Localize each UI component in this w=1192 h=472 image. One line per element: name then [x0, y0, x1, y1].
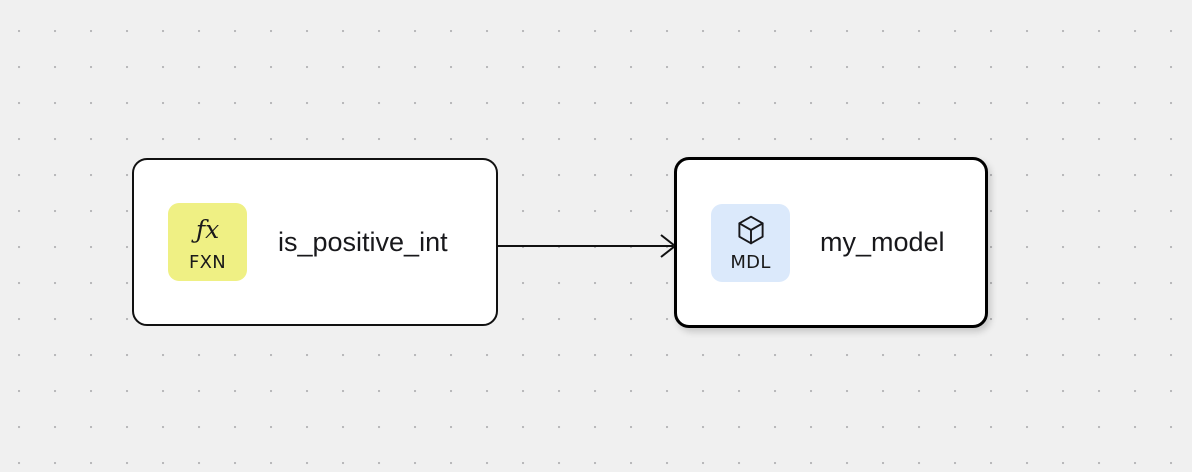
- cube-3d-icon: [734, 213, 768, 247]
- node-type-badge-fxn: ƒx FXN: [168, 203, 247, 281]
- node-my_model[interactable]: MDL my_model: [674, 157, 988, 328]
- edge-is_positive_int-my_model[interactable]: [497, 234, 677, 258]
- edge-arrowhead-icon: [660, 234, 677, 258]
- node-type-badge-mdl: MDL: [711, 203, 790, 282]
- node-is_positive_int[interactable]: ƒx FXN is_positive_int: [132, 158, 498, 326]
- node-type-badge-caption: FXN: [188, 251, 227, 273]
- node-type-badge-caption: MDL: [730, 252, 771, 273]
- node-label-is_positive_int: is_positive_int: [278, 226, 448, 257]
- function-fx-icon: ƒx: [195, 215, 220, 244]
- node-label-my_model: my_model: [820, 227, 945, 257]
